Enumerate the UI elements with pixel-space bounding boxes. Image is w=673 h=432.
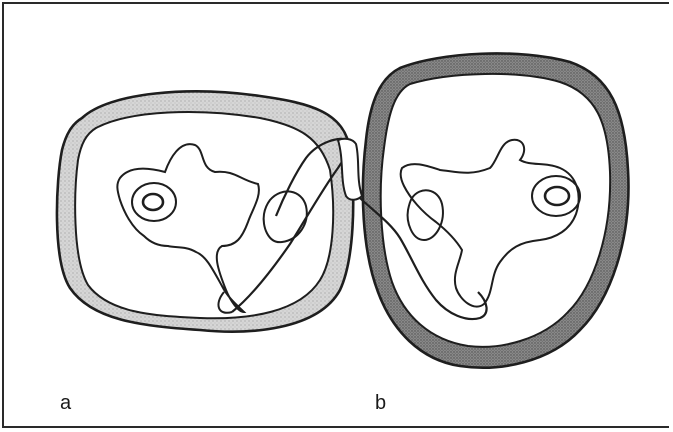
panel-label-a: a <box>60 392 71 415</box>
panel-label-b: b <box>375 392 386 415</box>
section-a-inner-contour <box>75 112 333 318</box>
section-a <box>57 91 353 331</box>
section-b <box>360 53 628 367</box>
